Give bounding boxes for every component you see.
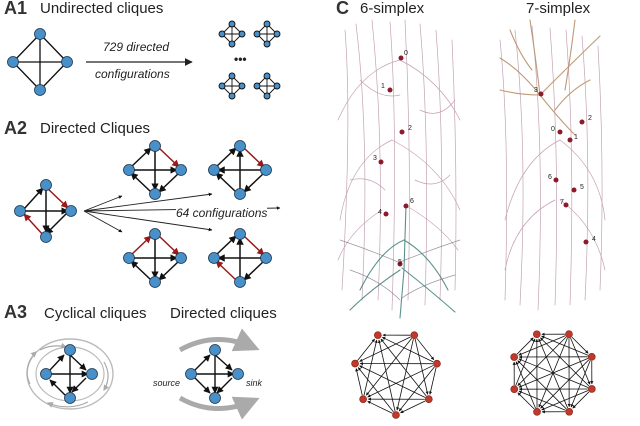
c-left-label-1: 1 [381,83,385,90]
c-7-node-graph-node [392,411,400,419]
c-left-label-4: 4 [378,209,382,216]
c-6-simplex-neurons [337,19,461,319]
c-7-node-graph-node [351,359,359,368]
a1-ellipsis: ••• [234,52,247,66]
c-8-node-graph-node [533,330,541,339]
c-7-node-graph-edge [367,365,434,398]
c-7-node-graph-edge [416,338,435,361]
c-right-label-0: 0 [551,126,555,133]
panel-a2-id: A2 [4,118,28,138]
c-8-node-graph-node [510,353,518,361]
a1-small-cliques [218,20,281,100]
c-8-node-graph-node [565,330,573,338]
panel-c-id: C [336,0,349,18]
a1-undirected-clique [7,28,73,96]
c-8-node-graph-edge [518,335,566,356]
c-7-node-graph-edge [363,339,378,396]
c-7-node-graph-node [359,395,367,403]
c-8-node-graph-edge [540,337,590,387]
c-8-node-graph-edge [570,337,591,385]
c-right-label-6: 6 [548,174,552,181]
panel-a3-title-left: Cyclical cliques [44,305,147,322]
c-right-label-2: 2 [588,115,592,122]
c-7-node-graph-edge [357,338,376,361]
c-8-node-graph-edge [571,336,589,354]
c-8-node-graph-node [510,385,519,393]
c-right-label-4: 4 [592,236,596,243]
panel-c-right-title: 7-simplex [526,0,591,17]
panel-a1-id: A1 [4,0,28,18]
c-8-node-graph-edge [570,360,591,408]
a3-cyclical-clique [26,338,114,410]
c-7-node-graph-edge [429,367,437,395]
c-8-node-graph-node [565,407,573,416]
c-7-node-graph-edge [414,338,429,395]
c-7-node-graph-edge [380,338,427,397]
c-8-node-graph-node [588,385,596,393]
c-8-node-graph-edge [572,391,590,409]
panel-a2-title: Directed Cliques [40,120,151,137]
c-left-label-2: 2 [408,125,412,132]
c-8-node-graph-edge [541,390,589,411]
c-7-node-graph-edge [355,368,363,396]
c-left-label-5: 5 [398,259,402,266]
c-8-node-graph-edge [517,392,535,410]
c-8-node-graph-edge [515,338,536,386]
c-8-node-graph-node [587,353,596,361]
c-7-node-graph-edge [357,367,394,413]
a3-directed-clique [178,328,260,420]
c-7-node-graph-edge [359,336,411,362]
c-7-node-graph-edge [400,400,426,414]
a2-directed-clique-main [14,179,77,243]
c-right-label-5: 5 [580,184,584,191]
c-7-node-graph-edge [367,400,393,414]
panel-a3-title-right: Directed cliques [170,305,277,322]
c-8-node-graph-edge [518,390,566,411]
c-7-node-graph-edge [382,336,434,363]
a3-sink-label: sink [246,378,263,388]
c-left-label-6: 6 [410,198,414,205]
c-7-node-graph [351,331,441,419]
panel-a1-title: Undirected cliques [40,0,164,17]
a2-configuration-cliques [123,140,272,288]
c-7-node-graph-node [433,359,441,368]
c-7-node-graph-edge [359,365,426,398]
c-7-node-graph-edge [398,366,435,412]
c-8-node-graph-edge [517,336,567,386]
c-8-node-graph-edge [538,338,569,409]
panel-c-left-title: 6-simplex [360,0,425,17]
c-right-label-1: 1 [574,134,578,141]
c-7-node-graph-node [374,331,382,339]
c-left-label-0: 0 [404,50,408,57]
c-right-label-3: 3 [534,87,538,94]
c-8-node-graph [510,330,596,416]
c-7-simplex-neurons [499,19,606,311]
c-8-node-graph-node [533,408,541,416]
a1-arrow-top-label: 729 directed [103,40,170,54]
c-7-node-graph-edge [378,339,396,412]
c-right-label-7: 7 [560,199,564,206]
c-8-node-graph-edge [540,359,590,409]
c-7-node-graph-node [410,331,419,339]
a3-source-label: source [153,378,181,388]
a2-configurations-label: 64 configurations [176,206,268,220]
c-left-label-3: 3 [373,155,377,162]
c-8-node-graph-edge [516,337,534,355]
a1-arrow-bottom-label: configurations [95,67,170,81]
c-8-node-graph-edge [515,361,536,409]
c-7-node-graph-node [425,395,433,404]
c-8-node-graph-edge [541,335,589,356]
panel-a3-id: A3 [4,302,28,322]
c-8-node-graph-edge [517,360,567,410]
